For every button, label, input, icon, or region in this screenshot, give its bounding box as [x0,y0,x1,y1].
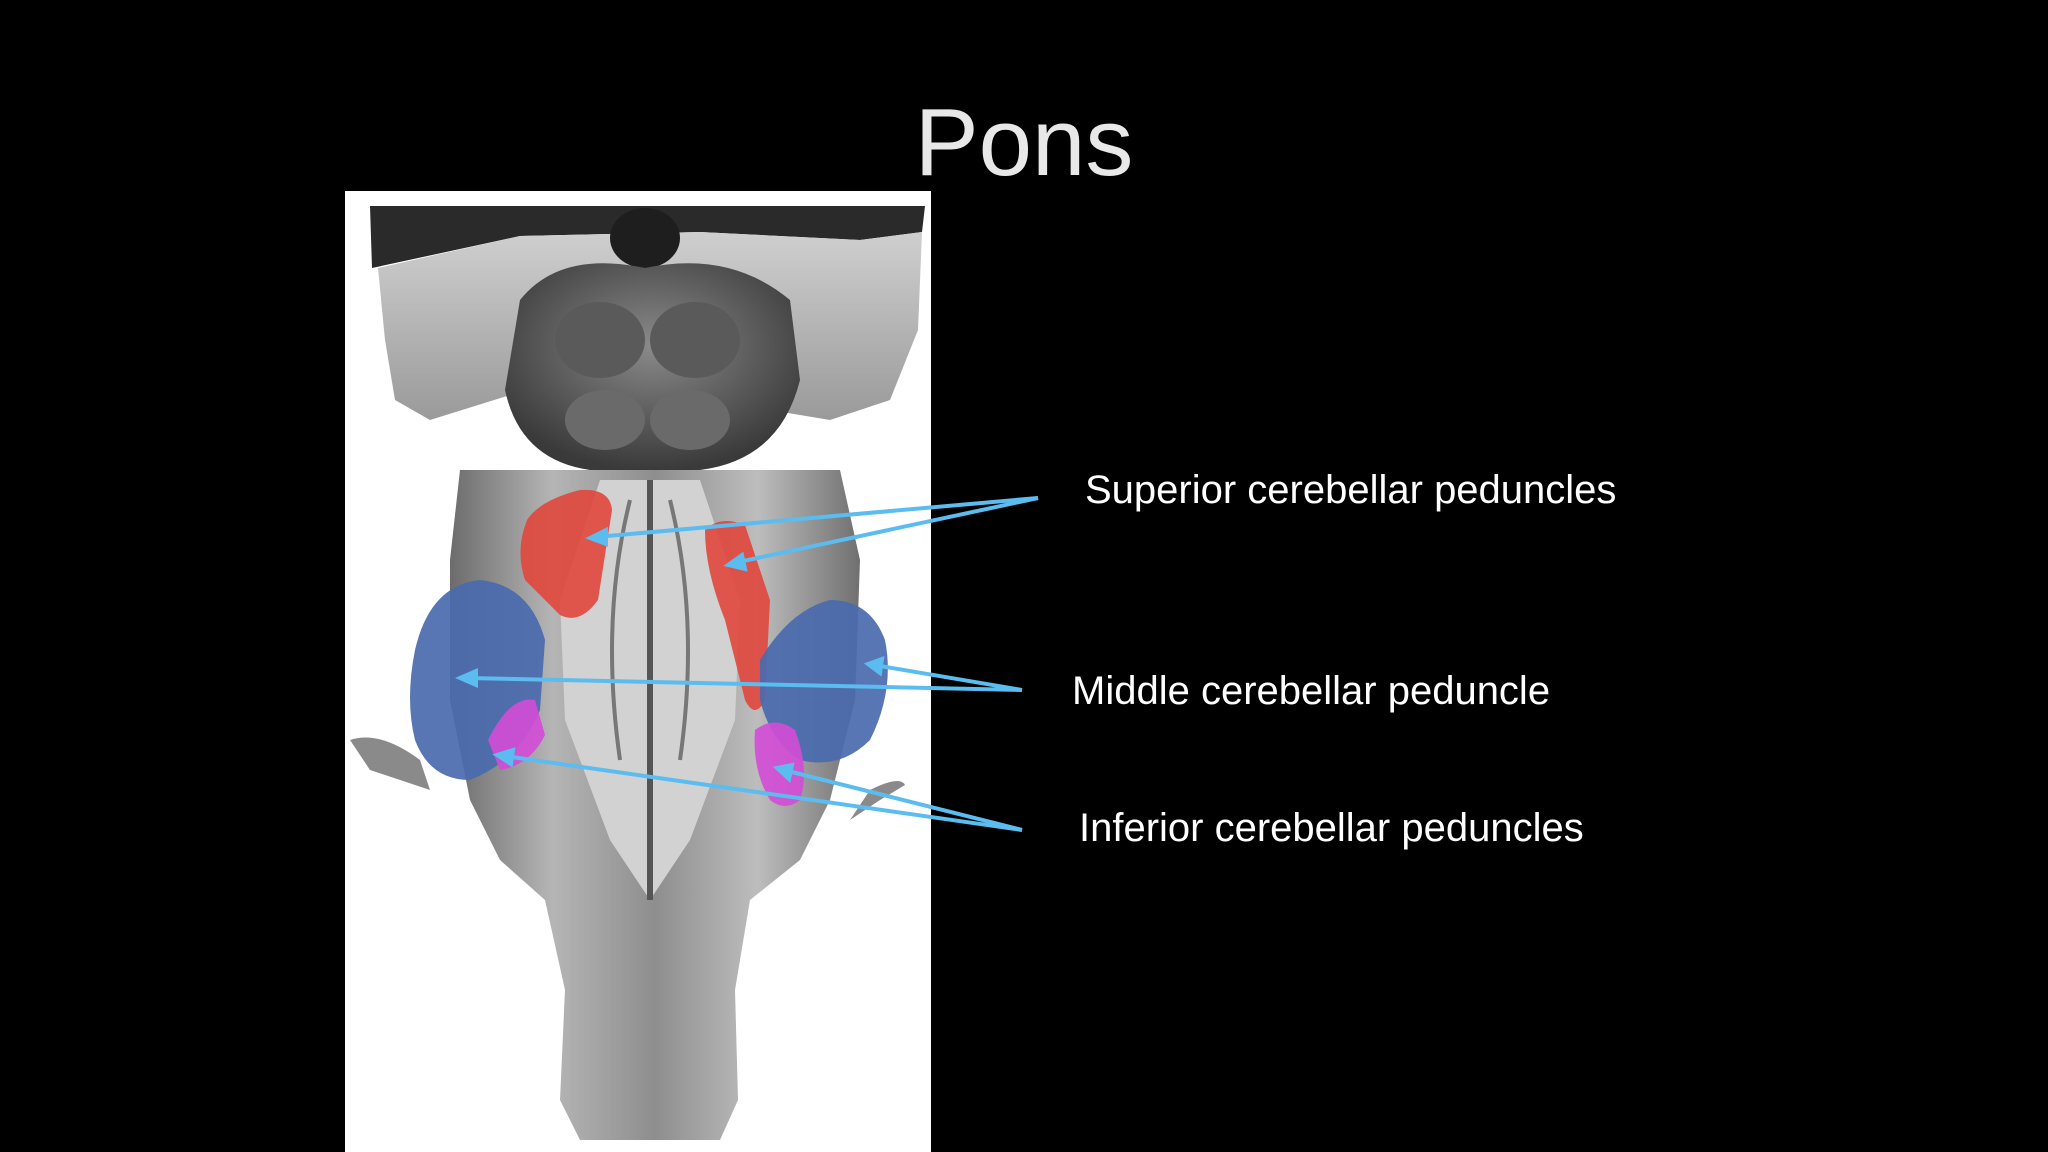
specimen-left-lateral-tissue [350,737,430,790]
label-middle-cerebellar-peduncle: Middle cerebellar peduncle [1072,669,1551,713]
slide-title: Pons [914,89,1134,196]
specimen-colliculi [505,263,800,470]
inferior-peduncle-arrows [492,747,1023,832]
superior-peduncle-arrows [585,496,1039,572]
specimen-top-dark-strip [370,206,925,268]
superior-cerebellar-peduncle-left [520,489,612,618]
label-inferior-cerebellar-peduncles: Inferior cerebellar peduncles [1079,806,1584,850]
label-superior-cerebellar-peduncles: Superior cerebellar peduncles [1085,468,1617,512]
inferior-cerebellar-peduncle-right [754,722,804,806]
middle-cerebellar-peduncle-right [760,600,888,763]
middle-peduncle-arrows [455,656,1023,692]
specimen-dark-cavity [610,208,680,268]
specimen-right-lateral-tissue [850,781,905,820]
superior-cerebellar-peduncle-right [705,521,770,710]
